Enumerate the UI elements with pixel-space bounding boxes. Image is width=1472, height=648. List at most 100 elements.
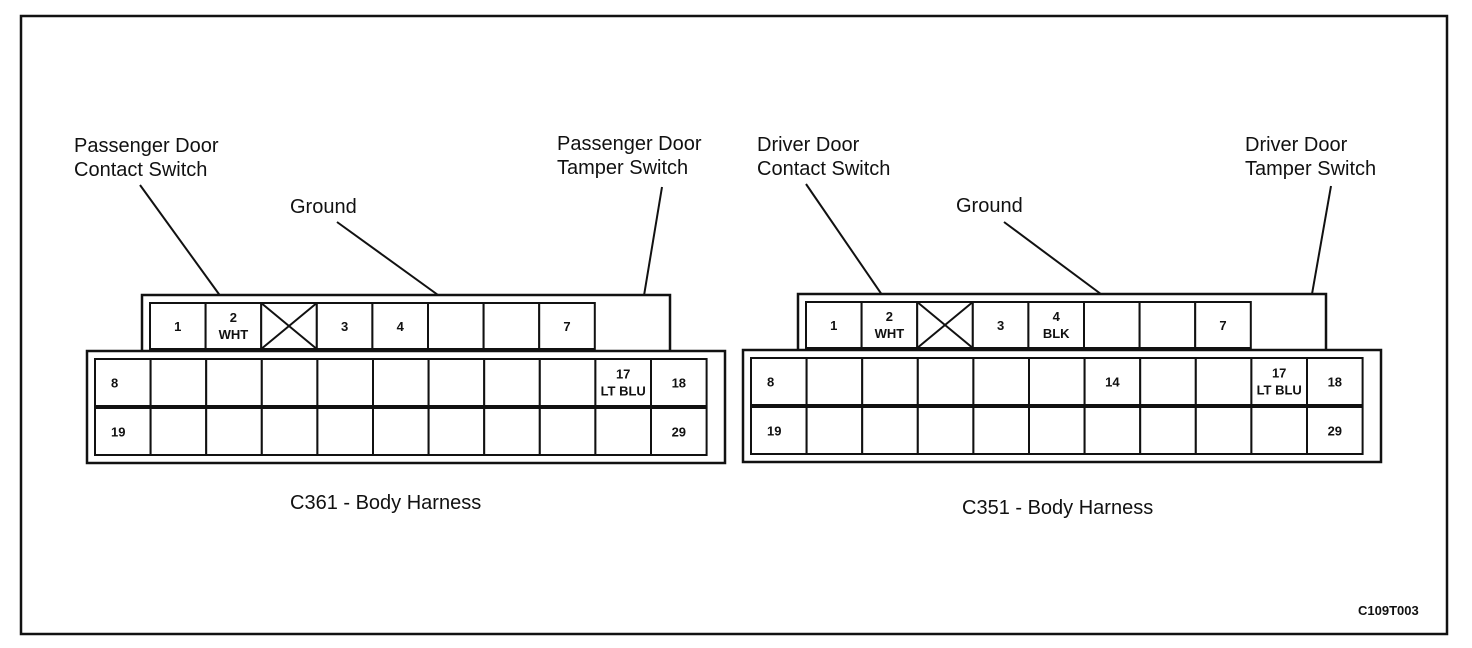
mid-cavity bbox=[1194, 357, 1253, 406]
callout-ground: Ground bbox=[290, 196, 357, 218]
top-pin-number: 4 bbox=[1053, 309, 1061, 324]
mid-cavity bbox=[650, 358, 708, 407]
leader-contact bbox=[805, 183, 892, 309]
mid-cavity bbox=[916, 357, 975, 406]
top-pin-label: 7 bbox=[563, 319, 570, 334]
bottom-cavity bbox=[316, 407, 374, 456]
bottom-cavity bbox=[750, 406, 808, 455]
callout-ground: Ground bbox=[956, 195, 1023, 217]
bottom-cavity bbox=[1250, 406, 1309, 455]
callout-tamper-line2: Tamper Switch bbox=[1245, 158, 1376, 180]
bottom-cavity bbox=[1306, 406, 1364, 455]
top-cavity bbox=[149, 302, 207, 350]
mid-cavity bbox=[205, 358, 263, 407]
top-cavity bbox=[482, 302, 541, 350]
mid-pin-label: 14 bbox=[1105, 375, 1120, 390]
top-wire-color: WHT bbox=[875, 326, 905, 341]
mid-pin-label: 8 bbox=[111, 376, 118, 391]
mid-wire-color: LT BLU bbox=[1257, 383, 1302, 398]
mid-cavity bbox=[149, 358, 208, 407]
mid-cavity bbox=[1139, 357, 1197, 406]
bottom-cavity bbox=[260, 407, 319, 456]
top-cavity bbox=[1194, 301, 1252, 349]
mid-cavity bbox=[372, 358, 430, 407]
bottom-cavity bbox=[483, 407, 541, 456]
mid-cavity bbox=[750, 357, 808, 406]
leader-ground bbox=[336, 221, 457, 309]
top-cavity bbox=[1083, 301, 1141, 349]
top-pin-number: 2 bbox=[230, 310, 237, 325]
figure-border bbox=[19, 14, 1449, 636]
mid-pin-label: 8 bbox=[767, 375, 774, 390]
mid-cavity bbox=[972, 357, 1031, 406]
top-pin-label: 1 bbox=[174, 319, 181, 334]
mid-pin-number: 17 bbox=[616, 367, 630, 382]
leader-ground bbox=[1003, 221, 1118, 307]
bottom-pin-label: 19 bbox=[767, 424, 781, 439]
callout-contact-line1: Driver Door bbox=[757, 134, 860, 156]
mid-cavity bbox=[1306, 357, 1364, 406]
mid-cavity bbox=[1028, 357, 1086, 406]
mid-cavity bbox=[483, 358, 541, 407]
connector-c351: Driver Door Contact Switch Ground Driver… bbox=[741, 134, 1383, 519]
top-pin-label: 4 bbox=[397, 319, 405, 334]
bottom-cavity bbox=[805, 406, 864, 455]
bottom-cavity bbox=[861, 406, 919, 455]
bottom-cavity bbox=[650, 407, 708, 456]
top-cavity bbox=[860, 301, 919, 349]
callout-contact-line2: Contact Switch bbox=[757, 158, 890, 180]
callout-tamper-line2: Tamper Switch bbox=[557, 157, 688, 179]
bottom-cavity bbox=[427, 407, 486, 456]
top-wire-color: WHT bbox=[219, 327, 249, 342]
bottom-pin-label: 29 bbox=[672, 425, 686, 440]
connector-c361: Passenger Door Contact Switch Ground Pas… bbox=[74, 133, 727, 514]
mid-cavity bbox=[316, 358, 374, 407]
callout-tamper-line1: Driver Door bbox=[1245, 134, 1348, 156]
bottom-cavity bbox=[1194, 406, 1253, 455]
mid-pin-label: 18 bbox=[1328, 375, 1342, 390]
mid-wire-color: LT BLU bbox=[601, 384, 646, 399]
bottom-pin-label: 19 bbox=[111, 425, 125, 440]
figure-id: C109T003 bbox=[1358, 603, 1419, 618]
top-cavity bbox=[538, 302, 596, 350]
bottom-cavity bbox=[916, 406, 975, 455]
top-pin-label: 1 bbox=[830, 318, 837, 333]
bottom-cavity bbox=[594, 407, 653, 456]
callout-tamper-line1: Passenger Door bbox=[557, 133, 702, 155]
blocked-cavity-mark bbox=[260, 302, 318, 350]
bottom-cavity bbox=[1083, 406, 1142, 455]
mid-cavity bbox=[260, 358, 319, 407]
top-cavity bbox=[805, 301, 863, 349]
top-pin-label: 3 bbox=[341, 319, 348, 334]
top-cavity bbox=[1027, 301, 1086, 349]
mid-cavity bbox=[1250, 357, 1309, 406]
callout-contact-line2: Contact Switch bbox=[74, 159, 207, 181]
bottom-cavity bbox=[1028, 406, 1086, 455]
mid-cavity bbox=[94, 358, 152, 407]
mid-pin-number: 17 bbox=[1272, 366, 1286, 381]
leader-contact bbox=[139, 184, 230, 309]
top-cavity bbox=[1138, 301, 1197, 349]
bottom-cavity bbox=[538, 407, 597, 456]
bottom-cavity bbox=[972, 406, 1031, 455]
bottom-cavity bbox=[205, 407, 263, 456]
connector-caption: C361 - Body Harness bbox=[290, 492, 481, 514]
mid-cavity bbox=[861, 357, 919, 406]
top-cavity bbox=[427, 302, 485, 350]
top-pin-label: 3 bbox=[997, 318, 1004, 333]
top-pin-number: 2 bbox=[886, 309, 893, 324]
mid-cavity bbox=[805, 357, 864, 406]
top-cavity bbox=[315, 302, 374, 350]
bottom-cavity bbox=[149, 407, 208, 456]
callout-contact-line1: Passenger Door bbox=[74, 135, 219, 157]
top-wire-color: BLK bbox=[1043, 326, 1070, 341]
connector-caption: C351 - Body Harness bbox=[962, 497, 1153, 519]
bottom-cavity bbox=[1139, 406, 1197, 455]
mid-cavity bbox=[538, 358, 597, 407]
mid-cavity bbox=[1083, 357, 1142, 406]
bottom-cavity bbox=[372, 407, 430, 456]
mid-cavity bbox=[427, 358, 486, 407]
